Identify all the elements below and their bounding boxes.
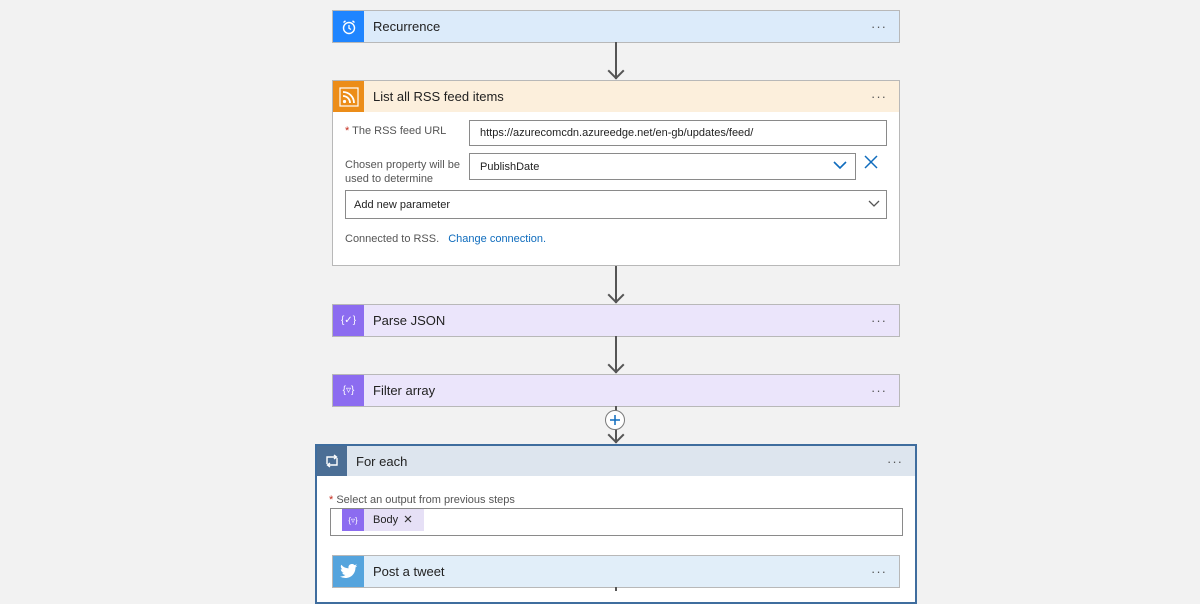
more-options-button[interactable]: ··· bbox=[871, 383, 887, 398]
arrow-head-icon bbox=[607, 356, 625, 374]
change-connection-link[interactable]: Change connection. bbox=[448, 233, 547, 245]
more-options-button[interactable]: ··· bbox=[887, 453, 903, 469]
twitter-icon bbox=[333, 556, 364, 587]
required-marker: * bbox=[329, 494, 334, 506]
more-options-button[interactable]: ··· bbox=[871, 19, 887, 34]
filter-array-icon: {▿} bbox=[342, 509, 364, 531]
filter-array-icon: {▿} bbox=[333, 375, 364, 406]
add-new-parameter-dropdown[interactable]: Add new parameter bbox=[345, 190, 887, 219]
more-options-button[interactable]: ··· bbox=[871, 89, 887, 104]
select-output-label: * Select an output from previous steps bbox=[329, 494, 515, 506]
feed-url-input[interactable]: https://azurecomcdn.azureedge.net/en-gb/… bbox=[469, 120, 887, 146]
post-tweet-title: Post a tweet bbox=[373, 564, 445, 579]
more-options-button[interactable]: ··· bbox=[871, 564, 887, 579]
remove-parameter-close-icon[interactable] bbox=[864, 155, 880, 171]
for-each-title: For each bbox=[356, 453, 408, 469]
remove-token-icon[interactable] bbox=[404, 514, 412, 526]
chevron-down-icon bbox=[833, 160, 847, 173]
connector-arrow bbox=[615, 266, 617, 303]
filter-array-card[interactable]: {▿} Filter array ··· bbox=[332, 374, 900, 407]
add-parameter-label: Add new parameter bbox=[354, 198, 450, 211]
post-tweet-card[interactable]: Post a tweet ··· bbox=[332, 555, 900, 588]
chosen-property-value: PublishDate bbox=[480, 160, 540, 173]
arrow-head-icon bbox=[607, 62, 625, 80]
rss-icon bbox=[333, 81, 364, 112]
loop-icon bbox=[317, 446, 347, 476]
chosen-property-dropdown[interactable]: PublishDate bbox=[469, 153, 856, 180]
alarm-clock-icon bbox=[333, 11, 364, 42]
recurrence-card[interactable]: Recurrence ··· bbox=[332, 10, 900, 43]
filter-array-title: Filter array bbox=[373, 383, 436, 398]
rss-title: List all RSS feed items bbox=[373, 89, 504, 104]
connected-text: Connected to RSS. bbox=[345, 233, 440, 245]
connector-arrow bbox=[615, 42, 617, 79]
parse-json-card[interactable]: {✓} Parse JSON ··· bbox=[332, 304, 900, 337]
arrow-head-icon bbox=[607, 286, 625, 304]
select-output-input[interactable] bbox=[330, 508, 903, 536]
connection-info: Connected to RSS. Change connection. bbox=[345, 233, 546, 245]
select-output-label-text: Select an output from previous steps bbox=[336, 494, 515, 506]
feed-url-label-text: The RSS feed URL bbox=[352, 125, 447, 137]
body-token[interactable]: {▿} Body bbox=[342, 509, 424, 531]
plus-icon bbox=[610, 415, 620, 425]
parse-json-title: Parse JSON bbox=[373, 313, 446, 328]
parse-json-icon: {✓} bbox=[333, 305, 364, 336]
token-label: Body bbox=[373, 514, 399, 526]
connector-arrow bbox=[615, 587, 617, 591]
feed-url-label: * The RSS feed URL bbox=[345, 125, 446, 137]
required-marker: * bbox=[345, 125, 350, 137]
recurrence-title: Recurrence bbox=[373, 19, 441, 34]
chevron-down-icon bbox=[868, 199, 880, 211]
connector-arrow bbox=[615, 336, 617, 373]
more-options-button[interactable]: ··· bbox=[871, 313, 887, 328]
insert-step-button[interactable] bbox=[605, 410, 625, 430]
feed-url-value: https://azurecomcdn.azureedge.net/en-gb/… bbox=[480, 127, 754, 139]
chosen-property-label: Chosen property will be used to determin… bbox=[345, 159, 460, 185]
